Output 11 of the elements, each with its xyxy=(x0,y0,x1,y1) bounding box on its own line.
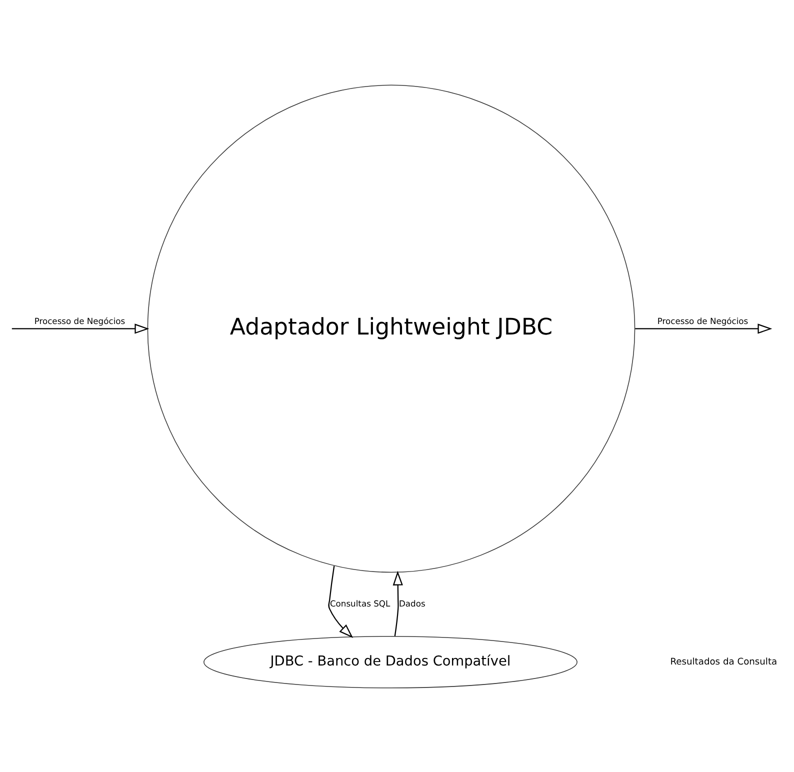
arrow xyxy=(392,570,403,636)
node-ellipse: JDBC - Banco de Dados Compatível xyxy=(204,635,578,688)
edge-label: Processo de Negócios xyxy=(34,316,126,326)
label: Resultados da Consulta xyxy=(670,656,778,667)
edge-label: Consultas SQL xyxy=(330,598,390,608)
arrow xyxy=(12,323,150,334)
node-circle: Adaptador Lightweight JDBC xyxy=(147,84,636,572)
arrow xyxy=(635,323,772,334)
edge-label: Processo de Negócios xyxy=(657,316,748,326)
edge-label: Dados xyxy=(398,598,426,608)
arrow xyxy=(328,565,354,638)
